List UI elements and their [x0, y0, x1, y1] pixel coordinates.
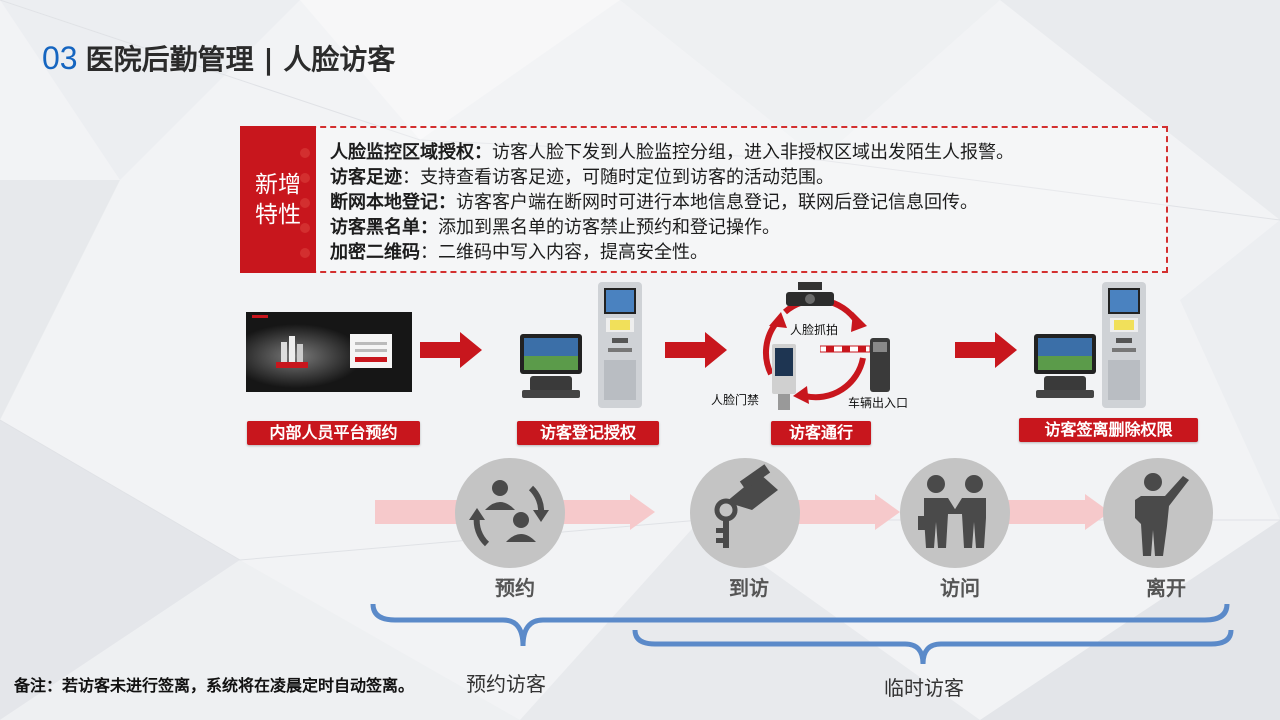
flow-arrow-icon	[420, 332, 482, 368]
bullet-icon	[300, 222, 310, 233]
barrier-arm-icon	[820, 345, 870, 353]
capture-label: 人脸抓拍	[790, 323, 839, 337]
key-hand-icon	[690, 458, 800, 568]
reservation-cycle-icon	[455, 458, 565, 568]
step-label-pass: 访客通行	[771, 421, 871, 445]
platform-screenshot	[246, 312, 412, 392]
feature-item: 访客足迹：支持查看访客足迹，可随时定位到访客的活动范围。	[300, 165, 1160, 190]
face-capture-camera-icon	[786, 282, 834, 306]
phase-label-arrival: 到访	[729, 576, 769, 600]
group-label-temporary: 临时访客	[884, 676, 964, 700]
feature-item: 人脸监控区域授权：访客人脸下发到人脸监控分组，进入非授权区域出发陌生人报警。	[300, 140, 1160, 165]
vehicle-label: 车辆出入口	[848, 396, 909, 410]
feature-item: 加密二维码：二维码中写入内容，提高安全性。	[300, 240, 1160, 265]
bullet-icon	[300, 197, 310, 208]
feature-box	[240, 126, 1168, 273]
feature-list: 人脸监控区域授权：访客人脸下发到人脸监控分组，进入非授权区域出发陌生人报警。 访…	[300, 140, 1160, 265]
step-label-reservation: 内部人员平台预约	[247, 421, 420, 445]
bullet-icon	[300, 247, 310, 258]
checkout-terminal-icon	[1034, 334, 1096, 398]
face-door-terminal-icon	[772, 344, 796, 410]
flow-arrow-icon	[955, 332, 1017, 368]
leaving-person-icon	[1103, 458, 1213, 568]
step-label-checkout: 访客签离删除权限	[1019, 418, 1198, 442]
phase-label-reservation: 预约	[495, 576, 535, 600]
feature-tag-label: 新增特性	[255, 171, 301, 228]
vehicle-gate-icon	[870, 338, 890, 392]
bullet-icon	[300, 147, 310, 158]
phase-label-leave: 离开	[1146, 576, 1186, 600]
checkout-kiosk-icon	[1102, 282, 1146, 408]
group-label-reserved: 预约访客	[466, 672, 546, 696]
flow-arrow-icon	[665, 332, 727, 368]
feature-item: 访客黑名单：添加到黑名单的访客禁止预约和登记操作。	[300, 215, 1160, 240]
phase-label-visit: 访问	[940, 576, 980, 600]
visitor-braces	[370, 603, 1234, 665]
page-title: 03 医院后勤管理 | 人脸访客	[42, 38, 395, 82]
door-label: 人脸门禁	[711, 393, 760, 407]
footnote: 备注：若访客未进行签离，系统将在凌晨定时自动签离。	[14, 676, 415, 695]
handshake-icon	[900, 458, 1010, 568]
visitor-kiosk-icon	[598, 282, 642, 408]
section-number: 03	[42, 40, 78, 76]
access-cycle-icon	[762, 297, 867, 404]
section-title: 医院后勤管理 | 人脸访客	[85, 43, 396, 76]
step-label-registration: 访客登记授权	[517, 421, 659, 445]
visitor-terminal-icon	[520, 334, 582, 398]
bullet-icon	[300, 172, 310, 183]
feature-item: 断网本地登记：访客客户端在断网时可进行本地信息登记，联网后登记信息回传。	[300, 190, 1160, 215]
